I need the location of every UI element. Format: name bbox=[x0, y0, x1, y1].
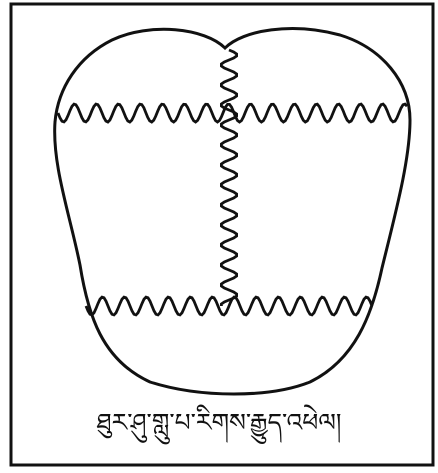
figure-caption: ཐུར་ཤུ་གླུ་པ་རིགས་རྒྱུད་འཕེལ། bbox=[0, 395, 438, 463]
vertical-suture bbox=[221, 50, 236, 306]
